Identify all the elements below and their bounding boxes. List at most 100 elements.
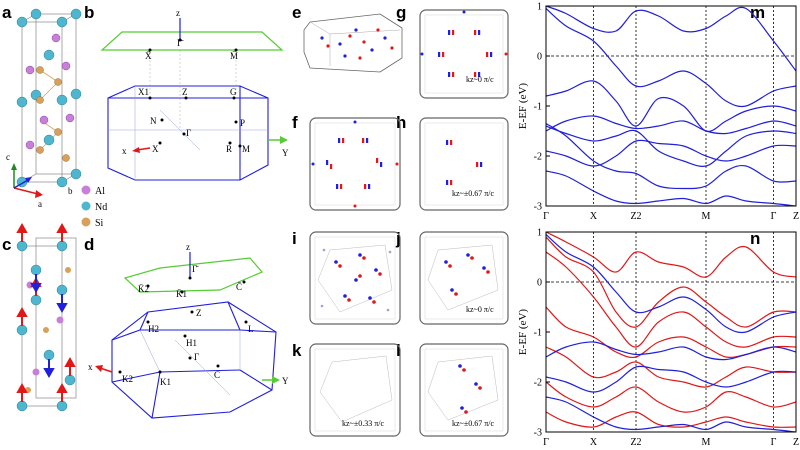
legend-entry-al: Al: [81, 185, 105, 197]
svg-text:x: x: [88, 362, 93, 372]
bz-b-surface-m: M̄: [230, 51, 238, 61]
spin-arrows: [16, 222, 76, 402]
x-tick-label: Γ: [771, 437, 777, 448]
bz-b-g: G: [230, 87, 237, 97]
y-tick-label: -2: [534, 378, 542, 389]
slice-label-h: kz~±0.67 π/c: [452, 189, 495, 198]
x-tick-label: M: [702, 211, 711, 222]
panel-j-slice: kz~0 π/c: [419, 231, 509, 325]
bz-d-axes: x Y: [88, 362, 289, 386]
bz-d-axis-z: z: [186, 242, 190, 252]
band-line-m-6: [546, 170, 796, 206]
band-line-n-5: [546, 411, 796, 428]
surface-bz-d: [123, 257, 263, 293]
bz-d-gamma: Γ: [194, 352, 199, 362]
panel-label-j: j: [395, 229, 401, 248]
x-tick-label: Γ: [543, 437, 549, 448]
atom-legend: Al Nd Si: [81, 185, 107, 229]
y-tick-label: 0: [537, 52, 542, 63]
bz-d-c: C: [214, 370, 220, 380]
y-tick-label: -1: [534, 328, 542, 339]
si-atoms: [36, 66, 70, 162]
weyl-panels: e g f h i j k l: [292, 3, 509, 437]
bz-d-z: Z: [196, 308, 202, 318]
slice-label-k: kz~±0.33 π/c: [342, 419, 385, 428]
bulk-bz-b: [107, 85, 269, 181]
bz-d-surface-gamma: Γ̄: [192, 264, 199, 274]
y-axis-label: E-EF (eV): [517, 309, 529, 355]
band-line-n-6: [546, 232, 796, 278]
bz-d-l: L: [248, 324, 254, 334]
band-line-m-4: [546, 8, 796, 108]
svg-text:Nd: Nd: [95, 202, 107, 213]
x-tick-label: Γ: [771, 211, 777, 222]
x-tick-label: Z2: [630, 437, 641, 448]
legend-entry-nd: Nd: [81, 201, 107, 213]
bz-b-x1: X1: [138, 87, 149, 97]
bz-d-k2: K2: [122, 374, 133, 384]
panel-label-n: n: [750, 229, 760, 248]
bulk-bz-d-back: [139, 329, 241, 396]
bz-b-axis-z: z: [176, 8, 180, 18]
y-tick-label: -2: [534, 152, 542, 163]
svg-text:Y: Y: [282, 376, 289, 386]
bulk-bz-d: [111, 301, 277, 419]
svg-text:Si: Si: [95, 218, 104, 229]
panel-g-slice: kz~0 π/c: [419, 9, 509, 99]
panel-label-e: e: [292, 3, 301, 22]
bz-b-r: R: [226, 144, 232, 154]
band-line-n-7: [546, 234, 796, 334]
slice-label-l: kz~±0.67 π/c: [452, 419, 495, 428]
axis-label-a: a: [38, 199, 42, 209]
band-series-group: [546, 232, 796, 432]
x-tick-label: X: [590, 437, 598, 448]
panel-k-slice: kz~±0.33 π/c: [309, 343, 401, 437]
bz-b-surface-gamma: Γ̄: [177, 38, 184, 48]
bz-b-p: P: [240, 118, 245, 128]
bz-b-x: X: [152, 144, 159, 154]
y-tick-label: 0: [537, 278, 542, 289]
x-tick-label: X: [590, 211, 598, 222]
band-line-m-2: [546, 115, 796, 135]
nd-atoms: [16, 8, 82, 188]
panel-a: a: [2, 3, 107, 229]
al-atoms: [25, 33, 75, 150]
y-tick-label: 1: [537, 228, 542, 239]
axis-label-b: b: [68, 186, 73, 196]
x-tick-label: M: [702, 437, 711, 448]
bz-b-m: M: [242, 144, 250, 154]
x-tick-label: Γ: [543, 211, 549, 222]
panel-d: d z Γ̄ K̄2 K̄1 C̄ Z H2 L H1 Γ K2: [84, 235, 289, 419]
magnetic-nd-atoms: [16, 240, 76, 412]
projection-lines: [149, 50, 237, 130]
band-line-n-9: [546, 365, 796, 393]
panel-l-slice: kz~±0.67 π/c: [419, 343, 509, 437]
bz-d-surface-c: C̄: [236, 282, 242, 292]
bz-d-h2: H2: [148, 324, 159, 334]
y-tick-label: -3: [534, 428, 542, 439]
y-tick-label: -3: [534, 202, 542, 213]
band-line-m-7: [546, 139, 796, 167]
panel-label-g: g: [396, 3, 406, 22]
panel-i-slice: [309, 231, 401, 325]
y-tick-label: 1: [537, 2, 542, 13]
x-tick-label: Z: [793, 437, 799, 448]
panel-b: b z Γ̄ X̄ M̄ X1 Z G N P Γ X R: [84, 3, 289, 181]
band-line-n-10: [546, 396, 796, 432]
bz-b-surface-x: X̄: [145, 51, 152, 61]
bz-d-k1: K1: [160, 377, 171, 387]
panel-h-slice: kz~±0.67 π/c: [419, 117, 509, 211]
panel-label-l: l: [396, 341, 401, 360]
bz-b-n: N: [150, 116, 157, 126]
x-tick-label: Z2: [630, 211, 641, 222]
bz-b-gamma: Γ: [186, 128, 191, 138]
panel-e-bz: [303, 13, 403, 73]
slice-label-g: kz~0 π/c: [466, 75, 494, 84]
panel-label-i: i: [292, 229, 297, 248]
lattice-axes: c a b: [6, 152, 73, 209]
band-line-n-0: [546, 236, 796, 328]
x-tick-label: Z: [793, 211, 799, 222]
panel-label-k: k: [292, 341, 302, 360]
